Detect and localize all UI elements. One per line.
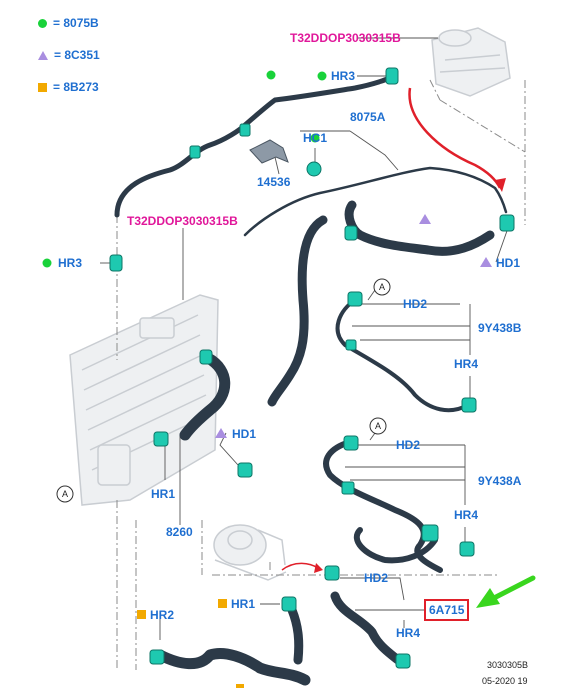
clamp-hr1-b [281, 596, 297, 612]
clamp-hd1-right [499, 214, 515, 232]
part-markers [42, 70, 492, 690]
clamp-9y438b [345, 339, 357, 351]
clamps [109, 67, 515, 669]
clamp-hr1-a [153, 431, 169, 447]
radiator-ghost [69, 294, 219, 506]
legend-text: = 8075B [53, 16, 99, 30]
label-6a715: 6A715 [424, 599, 470, 621]
clamp-upper-right [344, 225, 358, 241]
diagram-date: 05-2020 19 [482, 676, 528, 686]
hose-bottom-vertical [287, 605, 304, 665]
ref-letter-a: A [62, 489, 69, 499]
reference-lines [116, 79, 526, 670]
label-t32-top: T32DDOP3030315B [290, 31, 401, 45]
square-marker [38, 82, 47, 92]
pump-ghost [213, 524, 287, 581]
label-hd2-b: HD2 [396, 438, 421, 452]
clamp-9y438a [341, 481, 355, 495]
label-t32-left: T32DDOP3030315B [127, 214, 238, 228]
hose-radiator-upper [179, 352, 231, 441]
triangle-marker [38, 50, 48, 60]
triangle-marker [419, 214, 431, 224]
circle-marker [38, 18, 47, 28]
ref-circles [56, 278, 391, 503]
clamp-hr3-top [385, 67, 399, 85]
circle-marker [317, 71, 327, 81]
clamp-hd2-a [347, 291, 363, 307]
label-hr4-c: HR4 [396, 626, 421, 640]
ref-circle-a [369, 417, 387, 435]
clamp-pump [421, 524, 439, 542]
clamp-hr4-b [459, 541, 475, 557]
ref-circle-a [56, 485, 74, 503]
label-hr1-a: HR1 [151, 487, 176, 501]
leader-lines [100, 37, 509, 640]
ref-circle-a [373, 278, 391, 296]
label-8260: 8260 [166, 525, 193, 539]
legend-text: = 8C351 [54, 48, 100, 62]
clamp-hr4-a [461, 397, 477, 413]
label-hr2: HR2 [150, 608, 175, 622]
clamp-hd2-b [343, 435, 359, 451]
square-marker [236, 684, 244, 690]
legend-row-circle: = 8075B [38, 16, 99, 30]
label-hd2-c: HD2 [364, 571, 389, 585]
reservoir-ghost [431, 27, 511, 97]
green-pointer-arrow [476, 575, 536, 608]
square-marker [137, 610, 146, 619]
hose-long-vertical [267, 215, 328, 407]
label-hr4-a: HR4 [454, 357, 479, 371]
legend-row-square: = 8B273 [38, 80, 99, 94]
label-hd1-right: HD1 [496, 256, 521, 270]
hose-8075a [243, 166, 508, 237]
clamp-upper-2 [239, 123, 251, 137]
hose-9y438b [335, 298, 470, 413]
circle-marker [42, 258, 52, 268]
hose-upper-right [344, 200, 495, 256]
circle-marker [310, 133, 320, 143]
label-hc1: HC1 [303, 131, 328, 145]
diagram-code: 3030305B [487, 660, 529, 670]
clamp-hd2-c [324, 565, 340, 581]
clamp-hc1 [306, 161, 322, 177]
clamp-radiator [199, 349, 213, 365]
label-hd1-left: HD1 [232, 427, 257, 441]
ref-letter-a: A [379, 282, 386, 292]
label-8075a: 8075A [350, 110, 386, 124]
bracket-14536 [249, 139, 289, 164]
red-curved-arrow [281, 87, 506, 573]
clamp-hr2 [149, 649, 165, 665]
legend-text: = 8B273 [53, 80, 99, 94]
clamp-hr4-c [395, 653, 411, 669]
hose-upper-left [114, 73, 398, 218]
label-hr1-b: HR1 [231, 597, 256, 611]
hose-6a715 [330, 591, 403, 665]
label-hr3-top: HR3 [331, 69, 356, 83]
hose-bottom [154, 648, 311, 686]
clamp-hd1-left [237, 462, 253, 478]
label-9y438a: 9Y438A [478, 474, 522, 488]
square-marker [218, 599, 227, 608]
clamp-upper-1 [189, 145, 201, 159]
triangle-marker [215, 428, 227, 438]
label-hr4-b: HR4 [454, 508, 479, 522]
circle-marker [266, 70, 276, 80]
triangle-marker [480, 257, 492, 267]
clamp-hr3-left [109, 254, 123, 272]
ref-letter-a: A [375, 421, 382, 431]
hose-9y438a-branch [353, 527, 438, 564]
label-14536: 14536 [257, 175, 291, 189]
legend-row-triangle: = 8C351 [38, 48, 100, 62]
label-hd2-a: HD2 [403, 297, 428, 311]
label-hr3-left: HR3 [58, 256, 83, 270]
label-9y438b: 9Y438B [478, 321, 522, 335]
